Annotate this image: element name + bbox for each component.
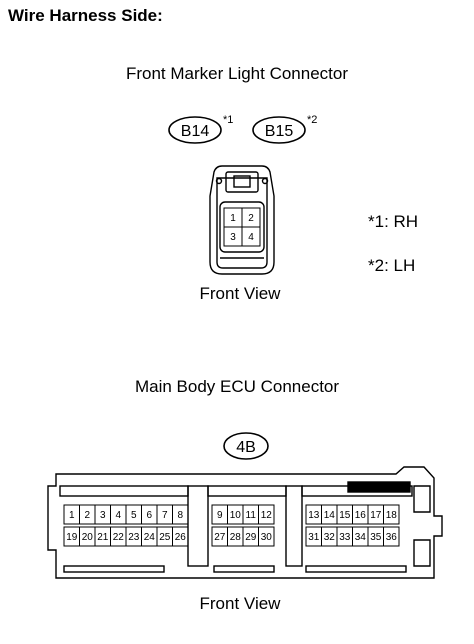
pin-number: 23 [128,532,140,543]
pin-number: 13 [308,510,320,521]
connector-code-4b: 4B [223,432,269,460]
pin-number: 3 [100,510,106,521]
pin-number: 1 [69,510,75,521]
pin-number: 36 [386,532,398,543]
pin-cell [241,226,261,247]
pin-number: 33 [339,532,351,543]
pin-number: 16 [355,510,367,521]
pin-number: 2 [84,510,90,521]
pin-number: 4 [115,510,121,521]
ecu-connector-drawing [47,466,443,579]
pin-number: 5 [131,510,137,521]
pin-number: 27 [214,532,226,543]
pin-number: 1 [230,213,236,224]
front-marker-connector-title: Front Marker Light Connector [125,64,349,83]
note-lh: *2: LH [368,256,416,275]
note-rh: *1: RH [368,212,419,231]
pin-number: 20 [82,532,94,543]
ecu-view-label: Front View [199,594,281,613]
pin-number: 6 [146,510,152,521]
pin-number: 34 [355,532,367,543]
pin-cell [383,526,400,547]
pin-number: 35 [370,532,382,543]
pin-number: 25 [159,532,171,543]
pin-number: 7 [162,510,168,521]
pin-number: 21 [97,532,109,543]
connector-code-b14-label: B14 [181,123,210,140]
pin-number: 15 [339,510,351,521]
pin-number: 29 [245,532,257,543]
pin-number: 18 [386,510,398,521]
connector-code-b15: B15 *2 [252,114,317,144]
pin-cell [172,504,189,525]
pin-number: 4 [248,232,254,243]
pin-number: 31 [308,532,320,543]
pin-cell [383,504,400,525]
pin-number: 19 [66,532,78,543]
pin-cell [258,526,275,547]
page-heading: Wire Harness Side: [8,6,163,25]
front-marker-pin-grid: 1 2 3 4 [223,207,261,247]
pin-number: 3 [230,232,236,243]
pin-number: 26 [175,532,187,543]
pin-number: 12 [261,510,273,521]
footnote-marker-rh: *1 [223,114,233,126]
pin-number: 32 [324,532,336,543]
pin-number: 11 [246,510,257,521]
pin-number: 30 [261,532,273,543]
connector-code-4b-label: 4B [236,439,256,456]
pin-number: 24 [144,532,156,543]
connector-code-b15-label: B15 [265,123,294,140]
pin-number: 22 [113,532,125,543]
pin-cell [172,526,189,547]
ecu-connector-title: Main Body ECU Connector [134,377,340,396]
pin-number: 8 [177,510,183,521]
connector-code-b14: B14 *1 [168,114,233,144]
pin-number: 28 [230,532,242,543]
pin-cell [258,504,275,525]
pin-number: 17 [370,510,382,521]
pin-number: 10 [230,510,242,521]
pin-number: 2 [248,213,254,224]
pin-number: 14 [324,510,336,521]
footnote-marker-lh: *2 [307,114,317,126]
front-marker-connector-drawing [209,165,275,275]
front-marker-view-label: Front View [199,284,281,303]
pin-number: 9 [217,510,223,521]
